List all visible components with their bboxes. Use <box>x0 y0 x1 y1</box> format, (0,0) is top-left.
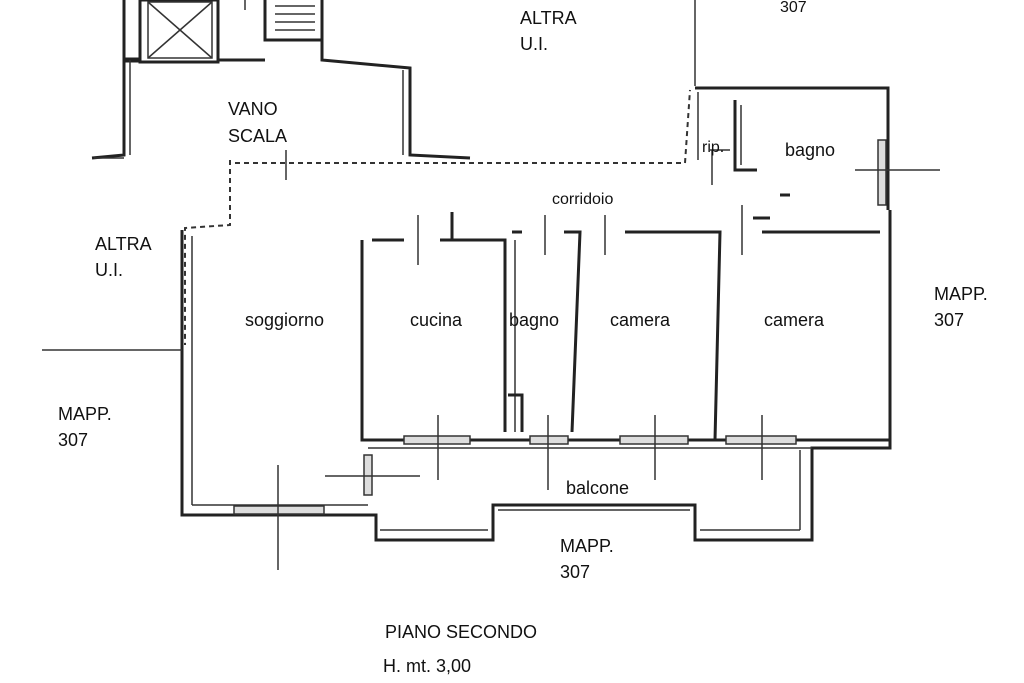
bagno-mid-label: bagno <box>509 310 559 330</box>
camera-2-label: camera <box>764 310 825 330</box>
altra-ui-top-line1: ALTRA <box>520 8 577 28</box>
vano-scala-line1: VANO <box>228 99 278 119</box>
mapp-right-line1: MAPP. <box>934 284 988 304</box>
corridoio-label: corridoio <box>552 191 613 208</box>
rip-label: rip. <box>702 139 724 156</box>
vano-scala-line2: SCALA <box>228 126 287 146</box>
apartment-walls <box>42 100 940 570</box>
floor-height: H. mt. 3,00 <box>383 656 471 676</box>
mapp-left-line1: MAPP. <box>58 404 112 424</box>
floor-title: PIANO SECONDO <box>385 622 537 642</box>
mapp-bottom-line1: MAPP. <box>560 536 614 556</box>
cucina-label: cucina <box>410 310 463 330</box>
stair-block <box>91 0 471 160</box>
mapp-left-line2: 307 <box>58 430 88 450</box>
altra-ui-left-line1: ALTRA <box>95 234 152 254</box>
mapp-bottom-line2: 307 <box>560 562 590 582</box>
altra-ui-top-line2: U.I. <box>520 34 548 54</box>
mapp-right-line2: 307 <box>934 310 964 330</box>
mapp-top-right-label: 307 <box>780 0 807 16</box>
altra-ui-left-line2: U.I. <box>95 260 123 280</box>
bagno-top-label: bagno <box>785 140 835 160</box>
soggiorno-label: soggiorno <box>245 310 324 330</box>
balcone-label: balcone <box>566 478 629 498</box>
camera-1-label: camera <box>610 310 671 330</box>
